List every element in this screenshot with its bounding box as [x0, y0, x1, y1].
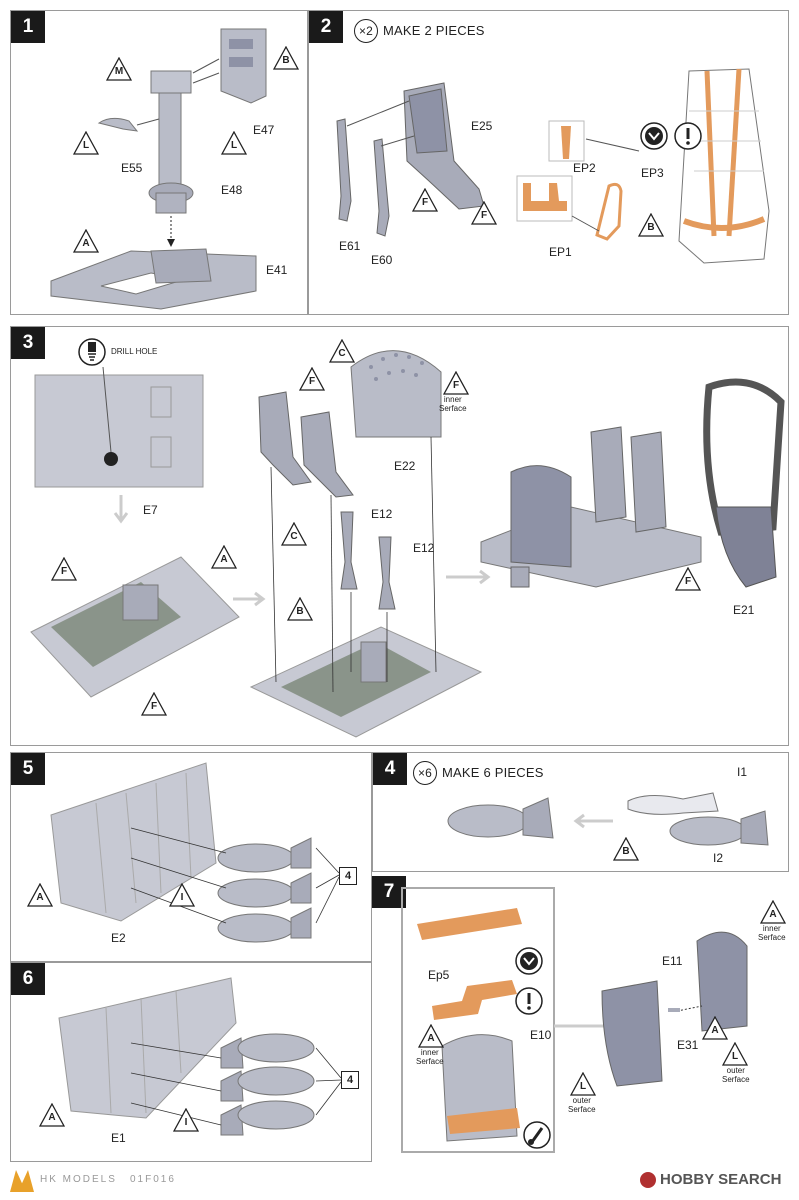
part-label: E22	[394, 459, 416, 473]
ref-f: F	[51, 557, 77, 581]
part-label: I2	[713, 851, 724, 865]
ref-i: I	[173, 1108, 199, 1132]
step-7-panel: 7 Ep5 A inner Serface E10 A inner Serfac…	[372, 876, 789, 1162]
warning-icon	[673, 121, 703, 151]
step-number: 3	[11, 327, 45, 359]
paint-icon	[522, 1120, 552, 1150]
step-5-illustration	[50, 762, 340, 943]
part-label: E47	[253, 123, 275, 137]
ref-i: I	[169, 883, 195, 907]
watermark: HOBBY SEARCH	[660, 1171, 782, 1188]
ref-a: A	[418, 1024, 444, 1048]
part-label: E7	[143, 503, 158, 517]
part-label: E41	[266, 263, 288, 277]
step-number: 2	[309, 11, 343, 43]
footer: HK MODELS 01F016 HOBBY SEARCH	[0, 1168, 799, 1200]
part-label: E12	[371, 507, 393, 521]
part-label: E2	[111, 931, 126, 945]
step-number: 1	[11, 11, 45, 43]
warning-icon	[514, 986, 544, 1016]
ref-a: A	[27, 883, 53, 907]
part-label: E48	[221, 183, 243, 197]
step-4-illustration	[447, 792, 769, 846]
ref-a: A	[73, 229, 99, 253]
step-number: 4	[373, 753, 407, 785]
step-1-illustration	[50, 28, 267, 310]
outer-surface-label: outer Serface	[568, 1096, 596, 1114]
part-label: E1	[111, 1131, 126, 1145]
ref-f: F	[675, 567, 701, 591]
ref-b: B	[273, 46, 299, 70]
ref-b: B	[613, 837, 639, 861]
part-label: E25	[471, 119, 493, 133]
ref-a: A	[702, 1016, 728, 1040]
part-label: EP1	[549, 245, 572, 259]
step-2-illustration	[336, 68, 770, 264]
step-3-panel: 3	[10, 326, 789, 746]
step-number: 5	[11, 753, 45, 785]
ref-l: L	[722, 1042, 748, 1066]
ref-l: L	[570, 1072, 596, 1096]
ref-l: L	[221, 131, 247, 155]
inner-surface-label: inner Serface	[439, 395, 467, 413]
part-label: EP2	[573, 161, 596, 175]
part-label: I1	[737, 765, 748, 779]
part-label: E21	[733, 603, 755, 617]
ref-m: M	[106, 57, 132, 81]
ref-l: L	[73, 131, 99, 155]
ref-c: C	[281, 522, 307, 546]
part-label: E10	[530, 1028, 552, 1042]
ref-c: C	[329, 339, 355, 363]
step-4-reference: 4	[339, 867, 357, 885]
ref-a: A	[211, 545, 237, 569]
bend-down-icon	[639, 121, 669, 151]
step-number: 7	[372, 876, 406, 908]
step-1-panel: 1 M B L L A E47 E55 E48 E41	[10, 10, 308, 315]
ref-a: A	[760, 900, 786, 924]
brand-name: HK MODELS	[40, 1174, 117, 1185]
part-label: E55	[121, 161, 143, 175]
bend-down-icon	[514, 946, 544, 976]
step-number: 6	[11, 963, 45, 995]
step-4-reference: 4	[341, 1071, 359, 1089]
ref-f: F	[471, 201, 497, 225]
outer-surface-label: outer Serface	[722, 1066, 750, 1084]
ref-a: A	[39, 1103, 65, 1127]
part-label: E12	[413, 541, 435, 555]
ref-f: F	[443, 371, 469, 395]
step-5-panel: 5 A I 4 E2	[10, 752, 372, 962]
step-3-illustration	[30, 350, 785, 738]
part-label: E61	[339, 239, 361, 253]
step-7-illustration	[401, 887, 748, 1153]
step-6-panel: 6 A I 4 E1	[10, 962, 372, 1162]
part-label: E31	[677, 1038, 699, 1052]
manual-code: 01F016	[130, 1174, 176, 1185]
inner-surface-label: inner Serface	[416, 1048, 444, 1066]
ref-f: F	[141, 692, 167, 716]
drill-icon	[77, 337, 107, 367]
watermark-logo	[640, 1172, 656, 1188]
step-6-illustration	[58, 977, 342, 1136]
part-label: E60	[371, 253, 393, 267]
part-label: Ep5	[428, 968, 450, 982]
ref-f: F	[412, 188, 438, 212]
ref-b: B	[287, 597, 313, 621]
ref-b: B	[638, 213, 664, 237]
ref-f: F	[299, 367, 325, 391]
part-label: EP3	[641, 166, 664, 180]
drill-label: DRILL HOLE	[111, 347, 158, 356]
brand-logo	[10, 1170, 34, 1192]
part-label: E11	[662, 954, 683, 968]
inner-surface-label: inner Serface	[758, 924, 786, 942]
